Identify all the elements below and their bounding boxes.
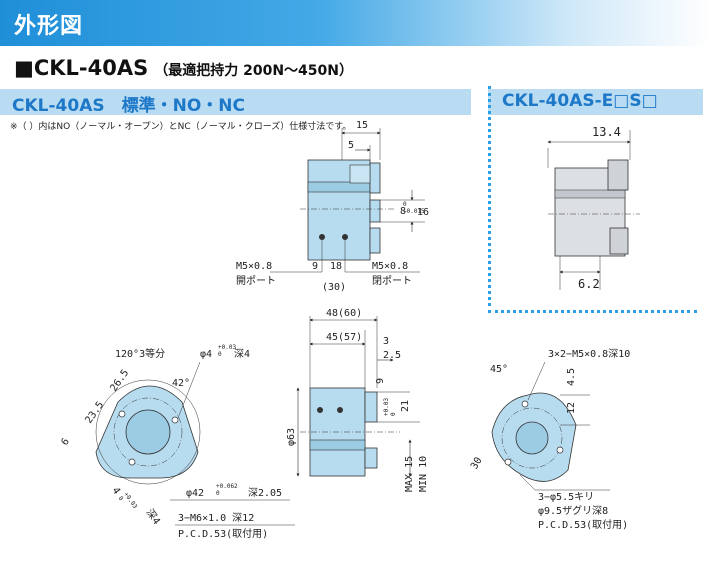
dim-45: 4.5	[566, 368, 577, 386]
dim-21: 21	[400, 400, 411, 412]
e-band	[554, 189, 626, 199]
back-hole-label: 3−φ5.5キリ	[538, 492, 594, 503]
side-jaw-bot	[369, 227, 381, 254]
side-jaw-top	[369, 162, 381, 194]
angle-45: 45°	[490, 364, 508, 375]
dim-265: 26.5	[108, 368, 131, 394]
section-left-label: CKL-40AS 標準・NO・NC	[12, 96, 245, 116]
front-hole-2	[171, 416, 179, 424]
header-title: 外形図	[14, 14, 84, 39]
dim-18: 18	[330, 261, 342, 272]
model-title: ■CKL-40AS （最適把持力 200N～450N）	[14, 56, 353, 80]
front-hole-3	[118, 410, 126, 418]
dotted-frame	[488, 86, 697, 313]
dim-30: (30)	[322, 282, 346, 293]
hole-depth: 深4	[234, 348, 250, 360]
dim-3: 3	[383, 336, 389, 347]
dim-12: 12	[566, 402, 577, 414]
dim-8-tol: 0−0.015	[403, 201, 425, 215]
dim-9: 9	[312, 261, 318, 272]
max15: MAX 15	[404, 456, 415, 492]
angle-42: 42°	[172, 378, 190, 389]
port-close	[342, 234, 348, 240]
dim-63: φ63	[286, 428, 297, 446]
pitch-label: 120°3等分	[115, 347, 165, 360]
side-jaw-mid	[369, 199, 381, 223]
dim-235: 23.5	[83, 400, 106, 426]
header-banner: 外形図	[0, 0, 711, 46]
model-subtitle: （最適把持力 200N～450N）	[154, 63, 353, 79]
front-pcd: P.C.D.53(取付用)	[178, 527, 268, 540]
depth-205: 深2.05	[248, 487, 282, 499]
mid-jaw-bot	[364, 447, 378, 469]
mid-view: 48(60) 45(57) 3 2.5 9 21 +0.030 φ63 MAX …	[286, 308, 429, 492]
e-jaw-top	[607, 159, 629, 191]
mid-jaw-top	[364, 391, 378, 423]
front-hole-1	[128, 458, 136, 466]
dim-5: 5	[348, 140, 354, 151]
back-hole-3	[504, 458, 512, 466]
back-view: 45° 3×2−M5×0.8深10 4.5 12 30 3−φ5.5キリ φ9.…	[469, 348, 630, 531]
depth-4: 深4	[144, 507, 163, 527]
dim-8: 8	[400, 206, 406, 217]
m5-right-label: M5×0.8	[372, 261, 408, 272]
dim-9-mid: 9	[375, 378, 386, 384]
port-close-label: 閉ポート	[372, 275, 412, 287]
dim-30-back: 30	[469, 456, 485, 472]
dim-6: 6	[59, 436, 71, 447]
back-hole-1	[521, 400, 529, 408]
e-jaw-bot	[609, 227, 629, 255]
section-right-label: CKL-40AS-E□S□	[502, 91, 658, 111]
port-open-label: 開ポート	[236, 275, 276, 287]
model-name: ■CKL-40AS	[14, 56, 149, 80]
section-bar-left: CKL-40AS 標準・NO・NC	[0, 89, 471, 116]
side-band	[307, 181, 371, 193]
back-center	[515, 421, 549, 455]
side-block	[349, 164, 371, 184]
back-cbore: φ9.5ザグリ深8	[538, 504, 608, 517]
mid-port-2	[337, 407, 343, 413]
dim-16: 16	[417, 207, 429, 218]
m5-left-label: M5×0.8	[236, 261, 272, 272]
mid-port-1	[317, 407, 323, 413]
hole-label: φ4	[200, 349, 212, 360]
section-bar-right: CKL-40AS-E□S□	[488, 89, 703, 115]
e-dim-62: 6.2	[578, 277, 600, 291]
front-center	[125, 409, 171, 455]
back-tap: 3×2−M5×0.8深10	[548, 348, 630, 360]
side-view: 15 5 8 0−0.015 16 M5×0.8 開ポート 9 18 (30) …	[236, 120, 429, 293]
e-dim-134: 13.4	[592, 125, 621, 139]
dim-25: 2.5	[383, 350, 401, 361]
port-open	[319, 234, 325, 240]
mid-band	[309, 439, 366, 451]
spec-note: ※（ ）内はNO（ノーマル・オープン）とNC（ノーマル・クローズ）仕様寸法です。	[10, 122, 352, 132]
min10: MIN 10	[418, 456, 429, 492]
dim-4860: 48(60)	[326, 308, 362, 319]
front-tap: 3−M6×1.0 深12	[178, 512, 254, 524]
back-hole-2	[556, 446, 564, 454]
dim-15: 15	[356, 120, 368, 131]
back-pcd: P.C.D.53(取付用)	[538, 518, 628, 531]
dim-4: 4	[110, 485, 122, 496]
e-view: 13.4 6.2	[547, 125, 640, 291]
dim-42: φ42	[186, 488, 204, 499]
dim-4557: 45(57)	[326, 332, 362, 343]
dim-3-tol: +0.030	[383, 398, 397, 416]
dim-4-tol: +0.030	[117, 491, 139, 514]
